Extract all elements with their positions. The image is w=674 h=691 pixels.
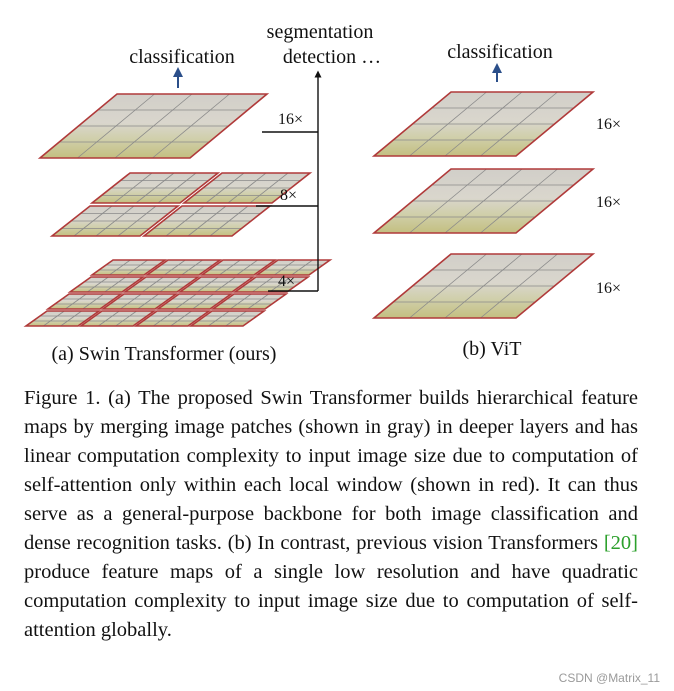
feature-map-16x [37, 93, 270, 159]
scale-label-4x: 4× [278, 273, 295, 290]
vit-diagram: classification 16× 16× 16× (b) ViT [371, 41, 621, 360]
dense-tasks-label-line1: segmentation [267, 21, 374, 43]
vit-scale-label-bottom: 16× [596, 280, 621, 297]
window-tile-4x [232, 276, 311, 293]
window-tile-4x [78, 310, 157, 327]
window-tile-4x [45, 293, 124, 310]
window-tile-4x [89, 259, 168, 276]
window-tile-4x [23, 310, 102, 327]
swin-top-label: classification [129, 46, 235, 68]
vit-feature-layers [371, 91, 596, 319]
vit-feature-map [371, 91, 596, 157]
caption-text-part-2: produce feature maps of a single low res… [24, 561, 638, 641]
watermark: CSDN @Matrix_11 [558, 671, 660, 685]
window-tile-8x [181, 172, 313, 204]
dense-tasks-label-line2: detection … [283, 46, 381, 68]
citation-link-20[interactable]: [20] [603, 532, 638, 554]
window-tile-4x [188, 310, 267, 327]
window-tile-8x [89, 172, 221, 204]
vit-subcaption: (b) ViT [463, 338, 522, 360]
vit-feature-map [371, 168, 596, 234]
figure-1-diagram: classification 16× 8× 4× segmentation de… [23, 21, 621, 365]
window-tile-4x [67, 276, 146, 293]
caption-text-part-1: Figure 1. (a) The proposed Swin Transfor… [24, 387, 638, 554]
window-tile-4x [144, 259, 223, 276]
swin-transformer-diagram: classification 16× 8× 4× segmentation de… [23, 21, 381, 365]
scale-label-8x: 8× [280, 187, 297, 204]
figure-caption: Figure 1. (a) The proposed Swin Transfor… [24, 384, 638, 645]
window-tile-4x [199, 259, 278, 276]
scale-label-16x: 16× [278, 111, 303, 128]
vit-scale-label-top: 16× [596, 116, 621, 133]
window-tile-4x [133, 310, 212, 327]
window-tile-4x [155, 293, 234, 310]
window-tile-4x [100, 293, 179, 310]
window-tile-4x [254, 259, 333, 276]
window-tile-4x [122, 276, 201, 293]
vit-top-label: classification [447, 41, 553, 63]
window-tile-4x [177, 276, 256, 293]
vit-feature-map [371, 253, 596, 319]
window-tile-4x [210, 293, 289, 310]
swin-feature-layers [23, 93, 333, 327]
window-tile-8x [49, 205, 181, 237]
swin-subcaption: (a) Swin Transformer (ours) [52, 343, 277, 365]
vit-scale-label-middle: 16× [596, 194, 621, 211]
